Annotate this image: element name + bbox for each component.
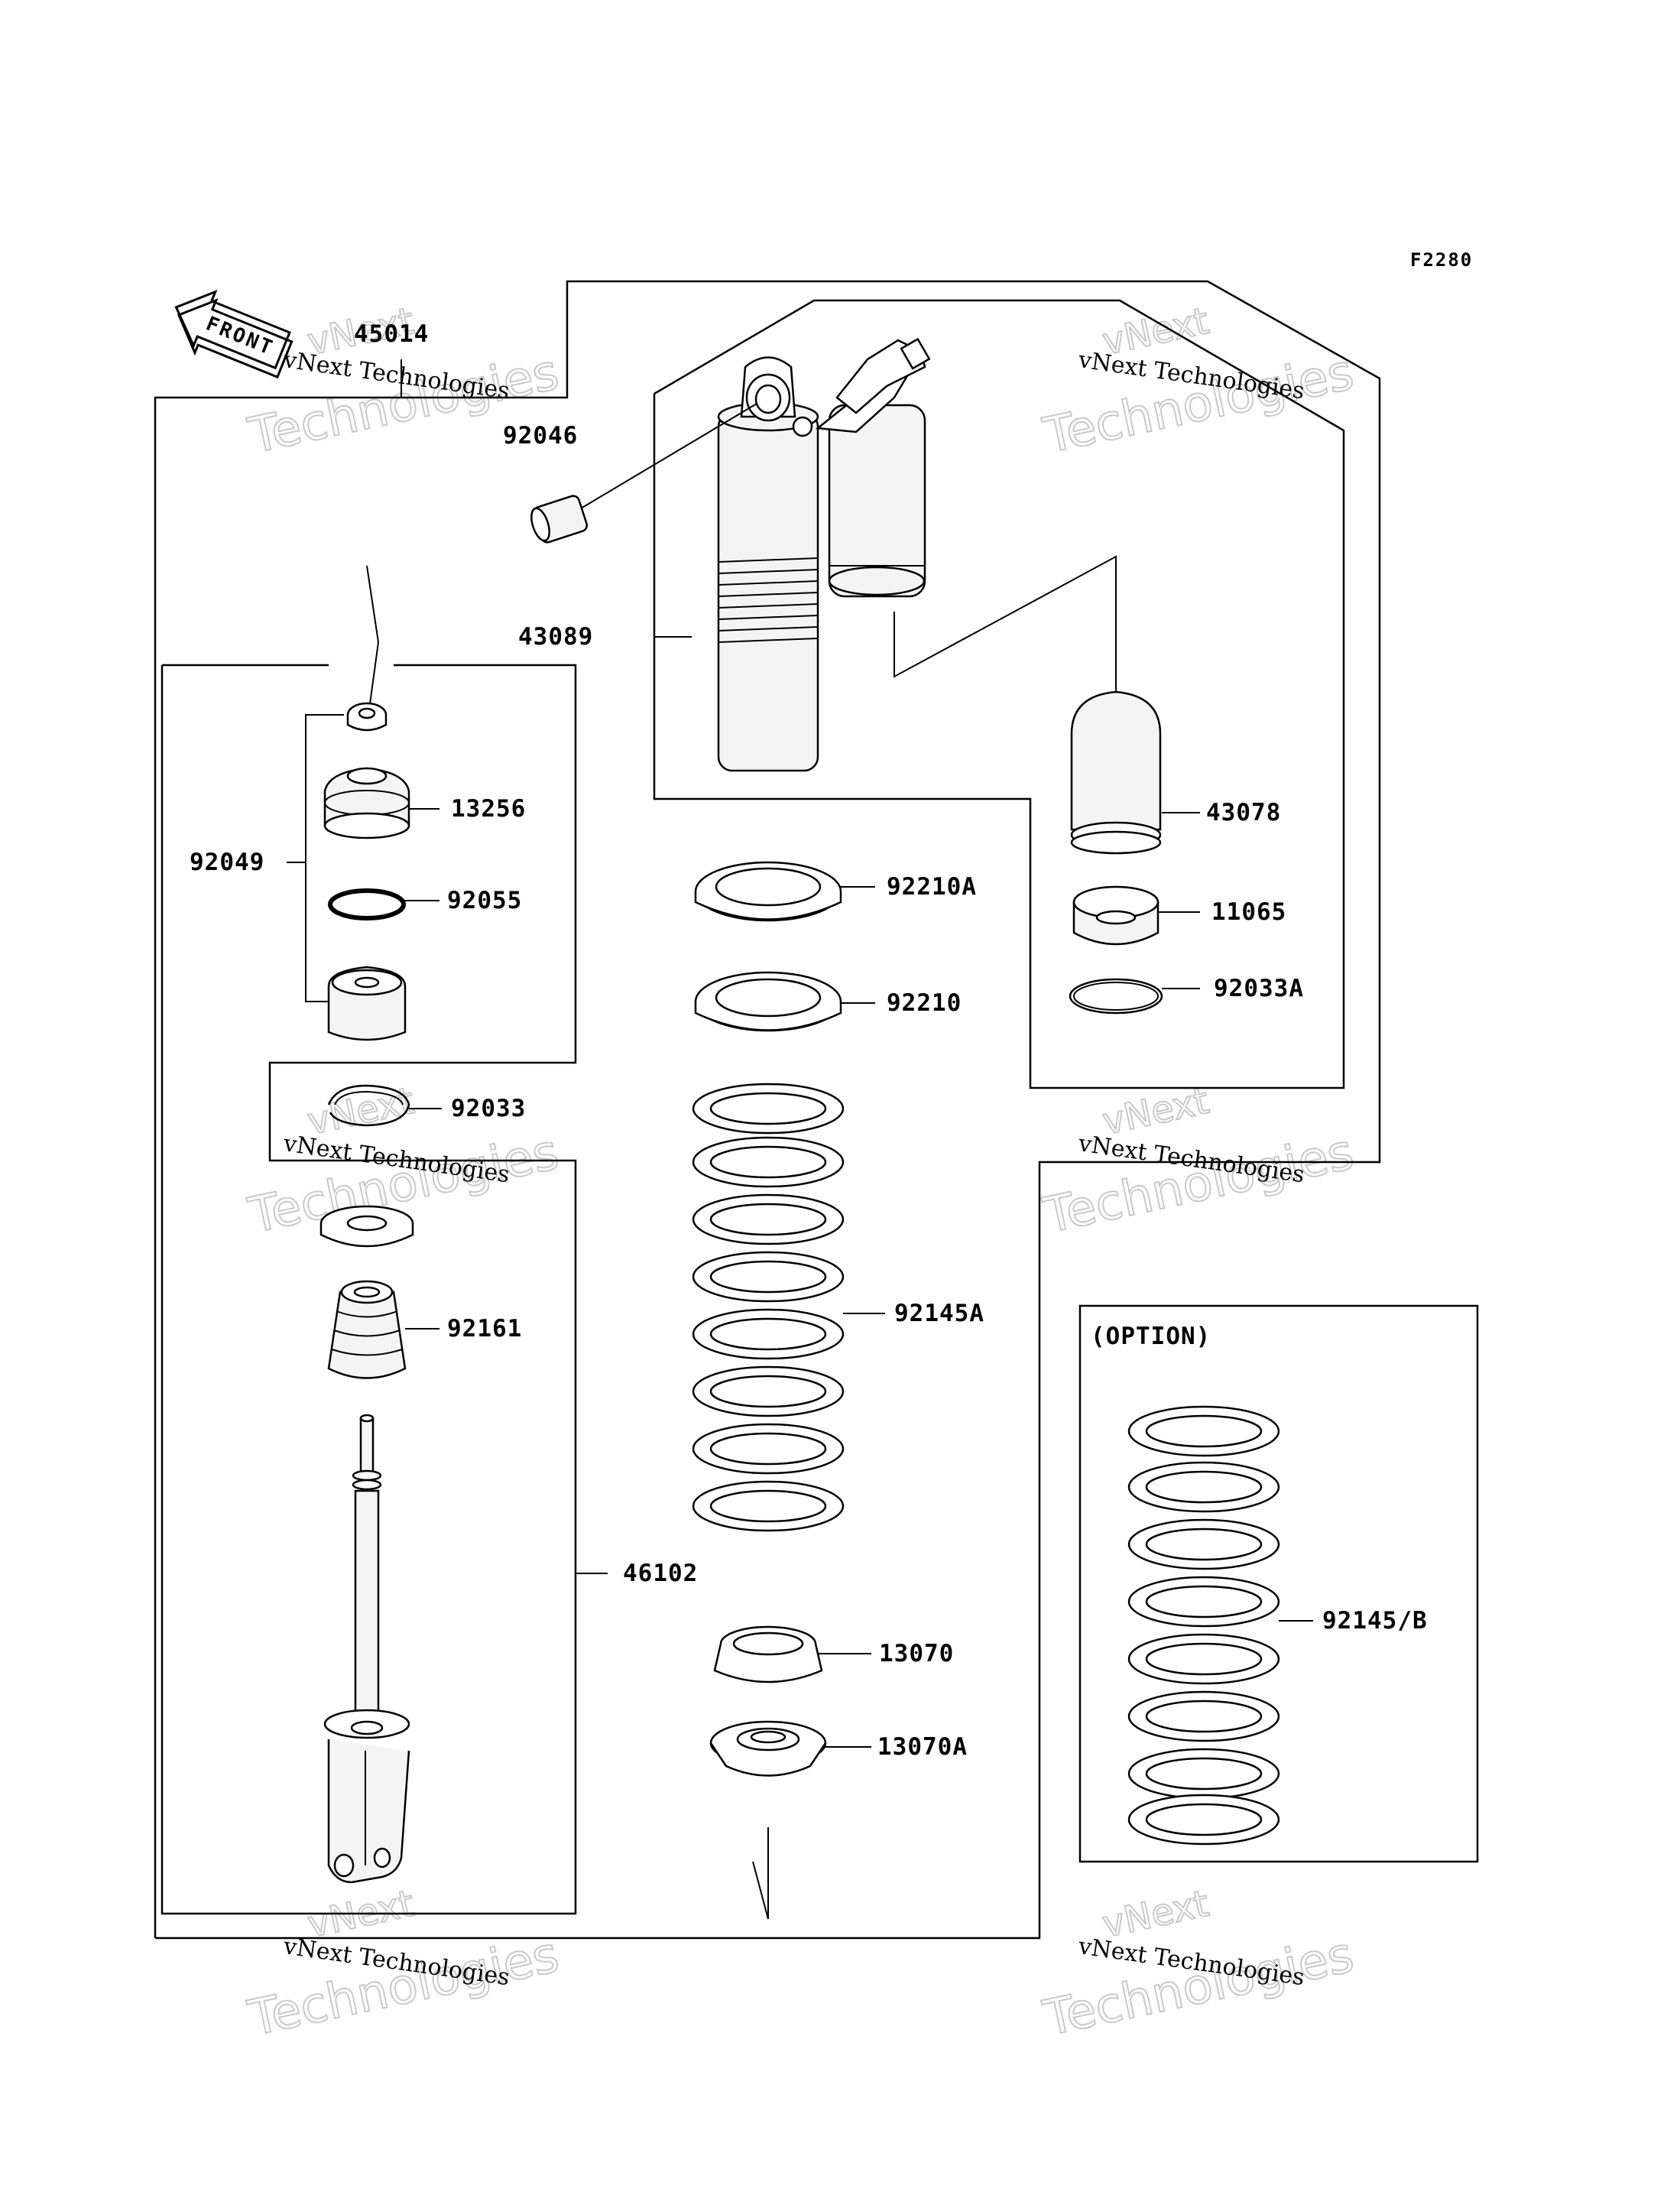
part-label-92033: 92033: [451, 1095, 526, 1122]
top-out-plate-part: [319, 1205, 414, 1248]
part-label-92049: 92049: [190, 849, 264, 876]
bump-cap-part: [323, 767, 410, 839]
front-arrow-icon: FRONT: [174, 289, 294, 379]
bump-stop-part: [327, 1280, 407, 1379]
seal-part: [327, 966, 407, 1041]
watermark-vnext: vNext: [1099, 1882, 1213, 1946]
part-label-92145A: 92145A: [894, 1300, 984, 1327]
reservoir-cap-part: [1070, 690, 1162, 855]
part-label-92046: 92046: [503, 422, 578, 450]
part-label-11065: 11065: [1211, 898, 1286, 926]
leader-92046: [580, 403, 757, 509]
o-ring-part: [328, 888, 406, 920]
shock-body-part: [717, 337, 931, 772]
option-title: (OPTION): [1091, 1323, 1211, 1350]
leader-43078: [894, 555, 1117, 692]
watermark-vnext: vNext: [1099, 1080, 1213, 1144]
spring-a-part: [692, 1083, 845, 1532]
circlip-part: [327, 1084, 410, 1127]
locknut-a-part: [694, 861, 842, 922]
reservoir-seal-part: [1072, 885, 1159, 946]
figure-code: F2280: [1410, 249, 1473, 271]
part-label-92161: 92161: [447, 1315, 522, 1343]
part-label-46102: 46102: [623, 1560, 698, 1587]
part-label-13070: 13070: [879, 1640, 954, 1667]
option-box: [1078, 1304, 1479, 1863]
spring-seat-part: [713, 1625, 823, 1683]
leader-top-left: [365, 565, 380, 727]
part-label-92055: 92055: [447, 887, 522, 914]
part-label-92210: 92210: [887, 989, 962, 1017]
spring-b-part: [1127, 1405, 1280, 1846]
part-label-43078: 43078: [1206, 799, 1281, 826]
part-label-13070A: 13070A: [877, 1733, 968, 1761]
spring-seat-a-part: [709, 1720, 827, 1777]
watermark-vnext: vNext: [304, 1080, 418, 1144]
part-label-92210A: 92210A: [887, 873, 977, 901]
damper-rod-part: [323, 1414, 410, 1884]
locknut-part: [694, 971, 842, 1032]
leader-lines: [404, 636, 1313, 1748]
assembly-outline: [154, 280, 1381, 1940]
circlip-a-part: [1069, 978, 1163, 1015]
bracket-92049: [305, 714, 344, 1002]
part-labels: 45014 92046 43089 43078 11065 92033A 922…: [190, 320, 1428, 1761]
nut-part: [346, 702, 388, 732]
part-label-92145B: 92145/B: [1322, 1607, 1428, 1635]
part-label-92033A: 92033A: [1214, 975, 1304, 1002]
leader-bottom: [752, 1827, 769, 1920]
part-label-43089: 43089: [518, 623, 593, 651]
part-label-45014: 45014: [354, 320, 429, 348]
bushing-part: [530, 495, 589, 544]
part-label-13256: 13256: [451, 795, 526, 823]
